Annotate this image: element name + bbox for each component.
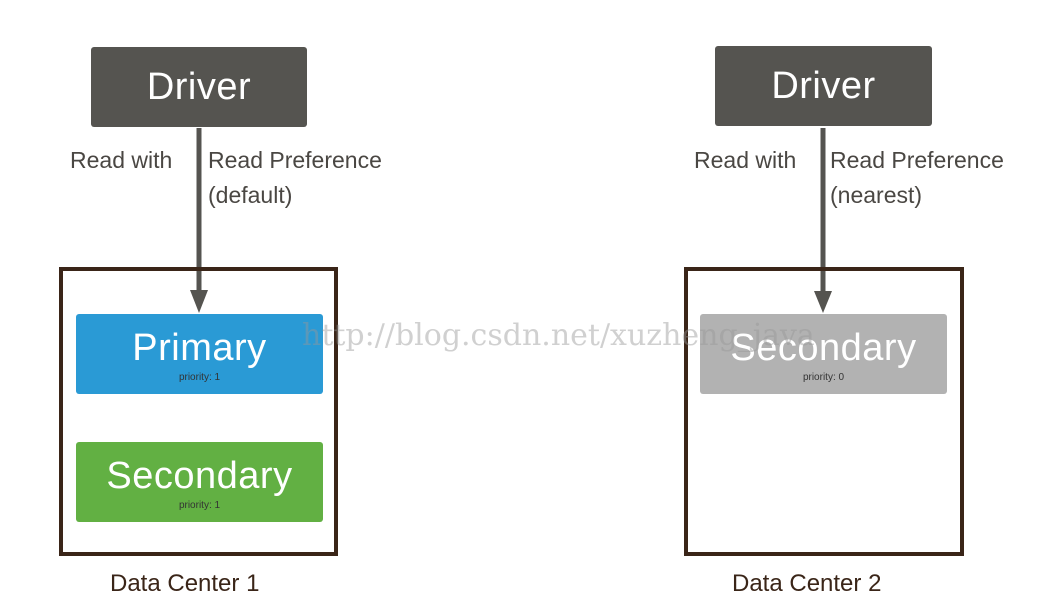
primary-node-label: Primary: [132, 327, 267, 369]
primary-node: Primary priority: 1: [76, 314, 323, 394]
left-read-preference-label: Read Preference: [208, 147, 382, 173]
data-center-1-box: [59, 267, 338, 556]
secondary-node-dc2: Secondary priority: 0: [700, 314, 947, 394]
primary-node-priority: priority: 1: [178, 372, 221, 383]
watermark-url: http://blog.csdn.net/xuzheng_java: [302, 318, 815, 353]
right-read-preference-mode: (nearest): [830, 182, 923, 208]
left-read-preference-mode: (default): [208, 182, 293, 208]
right-read-arrow: [814, 128, 832, 313]
secondary-node-dc2-priority: priority: 0: [802, 372, 845, 383]
right-driver-label: Driver: [771, 64, 876, 107]
secondary-node-dc1: Secondary priority: 1: [76, 442, 323, 522]
data-center-2-box: [684, 267, 964, 556]
left-driver-label: Driver: [146, 65, 252, 108]
left-driver-box: Driver: [91, 47, 307, 127]
right-read-with-label: Read with: [694, 147, 797, 173]
left-read-arrow: [190, 128, 208, 313]
right-driver-box: Driver: [715, 46, 932, 126]
secondary-node-dc2-label: Secondary: [730, 327, 917, 369]
right-read-preference-label: Read Preference: [830, 147, 1004, 173]
data-center-1-label: Data Center 1: [110, 570, 260, 597]
left-read-with-label: Read with: [70, 147, 173, 173]
secondary-node-dc1-label: Secondary: [106, 455, 293, 497]
data-center-2-label: Data Center 2: [732, 570, 882, 597]
secondary-node-dc1-priority: priority: 1: [178, 500, 221, 511]
